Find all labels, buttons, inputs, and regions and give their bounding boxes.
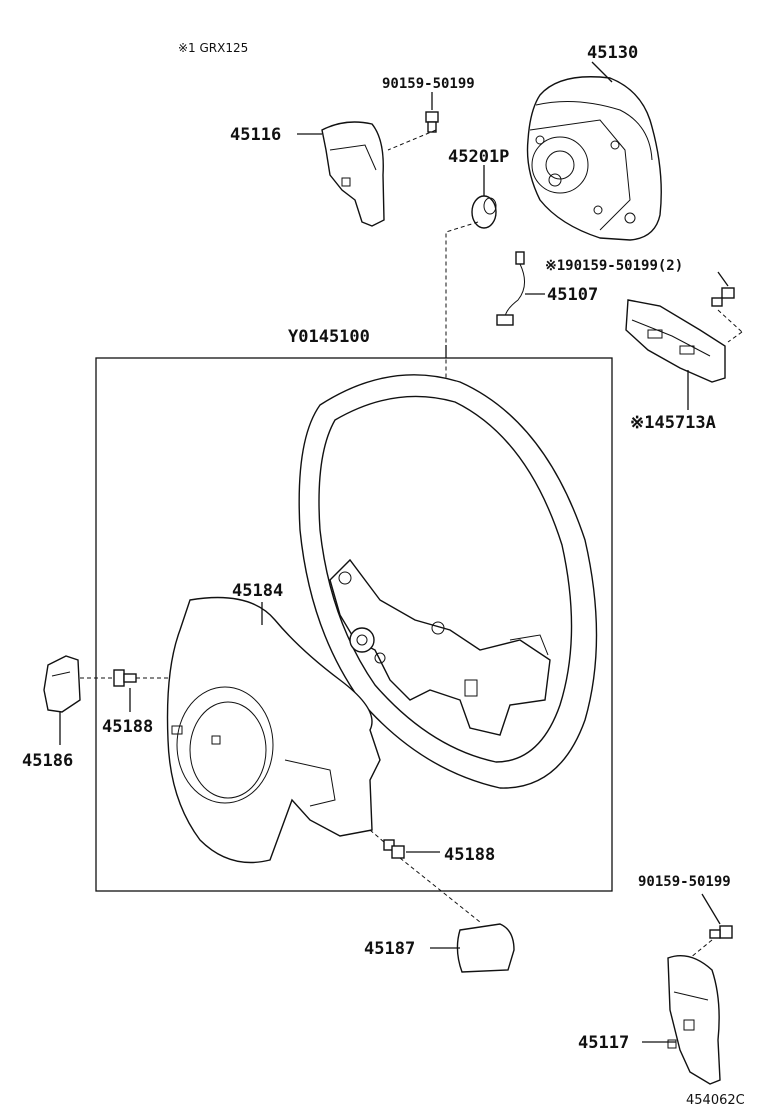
label-45187: 45187 — [364, 939, 415, 959]
lower-cover-part — [166, 596, 381, 864]
switch-part — [625, 299, 726, 383]
cover-45117-part — [667, 955, 721, 1085]
label-45130: 45130 — [587, 43, 638, 63]
wire-part — [496, 251, 525, 326]
figure-code: 454062C — [686, 1093, 745, 1108]
label-90159-bottom: 90159-50199 — [638, 874, 731, 890]
cover-45116-part — [321, 121, 385, 227]
steering-wheel-part — [298, 374, 598, 789]
label-45201P: 45201P — [448, 147, 509, 167]
cap-45187-part — [456, 923, 515, 973]
cover-45186-part — [43, 655, 81, 713]
clip-left-part — [113, 669, 137, 687]
bolt-top-part — [425, 111, 439, 133]
label-45116: 45116 — [230, 125, 281, 145]
label-45117: 45117 — [578, 1033, 629, 1053]
label-45188-left: 45188 — [102, 717, 153, 737]
label-Y0145100: Y0145100 — [288, 327, 370, 347]
label-90159-top: 90159-50199 — [382, 76, 475, 92]
label-45107: 45107 — [547, 285, 598, 305]
label-bolt-switch: ※190159-50199(2) — [545, 258, 683, 274]
label-45188-lower: 45188 — [444, 845, 495, 865]
airbag-part — [526, 76, 662, 241]
label-45184: 45184 — [232, 581, 283, 601]
model-note: ※1 GRX125 — [178, 41, 248, 55]
label-45186: 45186 — [22, 751, 73, 771]
label-45713A: ※145713A — [630, 413, 716, 433]
bolt-bottom-part — [709, 925, 733, 939]
clip-lower-part — [383, 839, 405, 859]
wheel-assy-frame — [95, 357, 613, 892]
bolt-switch-part — [711, 287, 735, 307]
